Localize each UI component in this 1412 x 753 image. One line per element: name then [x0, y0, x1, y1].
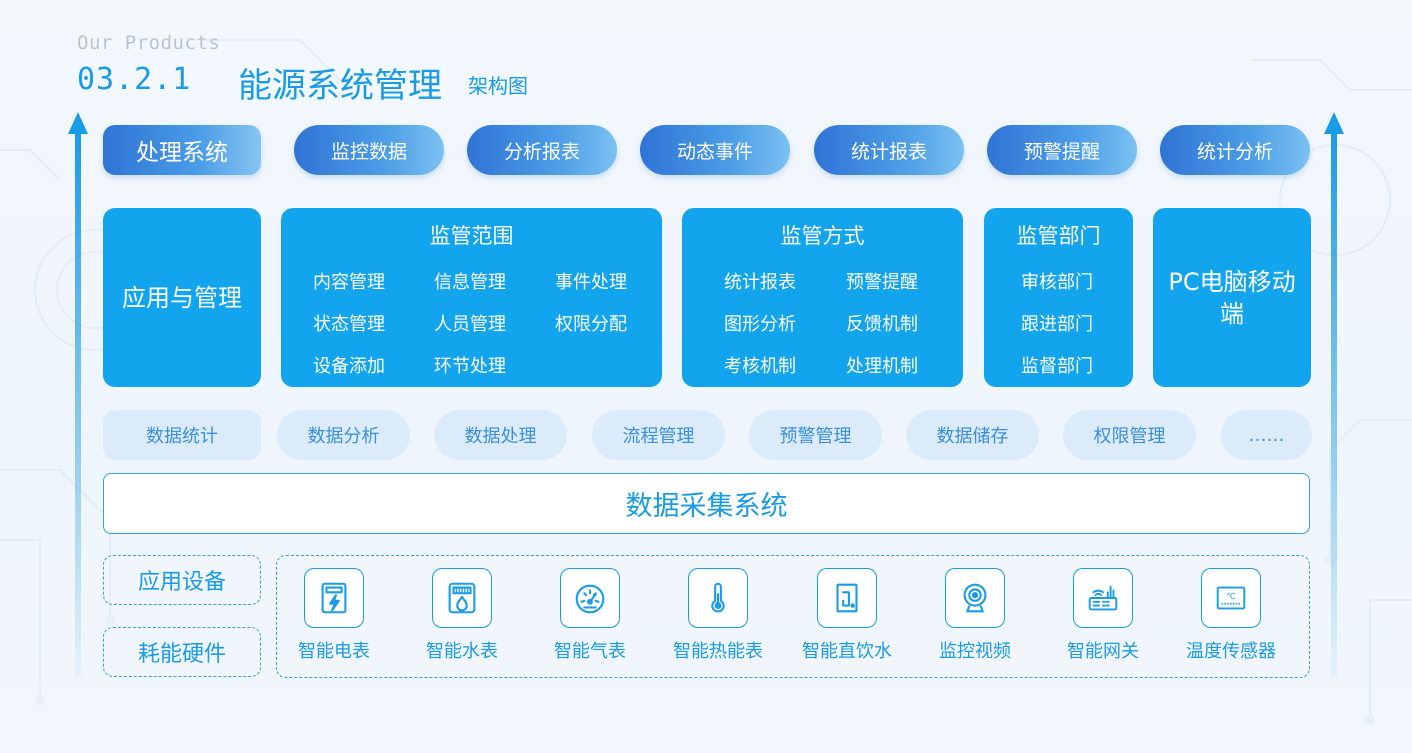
pill-analysis-report: 分析报表 — [467, 125, 617, 175]
device-label: 智能网关 — [1067, 641, 1139, 662]
device-heat-meter: 智能热能表 — [663, 568, 773, 663]
department-item: 跟进部门 — [1021, 314, 1093, 335]
water-meter-icon — [432, 568, 492, 628]
function-pill: 预警管理 — [749, 410, 882, 460]
method-item: 图形分析 — [724, 314, 796, 335]
device-label: 智能水表 — [426, 641, 498, 662]
method-item: 预警提醒 — [846, 272, 918, 293]
water-dispenser-icon — [817, 568, 877, 628]
device-temperature-sensor: ℃ 温度传感器 — [1176, 568, 1286, 663]
temperature-sensor-icon: ℃ — [1201, 568, 1261, 628]
camera-icon — [945, 568, 1005, 628]
method-item: 统计报表 — [724, 272, 796, 293]
header-subtitle: Our Products — [77, 32, 221, 54]
scope-item: 人员管理 — [434, 314, 506, 335]
device-container — [276, 555, 1310, 678]
pill-monitor-data: 监控数据 — [294, 125, 444, 175]
card-title-department: 监管部门 — [1016, 224, 1101, 248]
scope-item: 环节处理 — [434, 356, 506, 377]
scope-item: 设备添加 — [313, 356, 385, 377]
page-title-tag: 架构图 — [468, 74, 528, 98]
pill-dynamic-event: 动态事件 — [640, 125, 790, 175]
scope-item: 内容管理 — [313, 272, 385, 293]
function-pill-more: …… — [1221, 410, 1312, 460]
device-label: 智能热能表 — [673, 641, 763, 662]
gas-meter-icon — [560, 568, 620, 628]
row-label-processing-system: 处理系统 — [103, 125, 261, 175]
pill-warning-reminder: 预警提醒 — [987, 125, 1137, 175]
card-supervision-scope: 监管范围 内容管理 信息管理 事件处理 状态管理 人员管理 权限分配 设备添加 … — [281, 208, 662, 387]
electric-meter-icon — [304, 568, 364, 628]
scope-item: 权限分配 — [555, 314, 627, 335]
device-electric-meter: 智能电表 — [279, 568, 389, 663]
device-label: 智能直饮水 — [802, 641, 892, 662]
svg-text:℃: ℃ — [1226, 592, 1236, 602]
scope-item: 状态管理 — [313, 314, 385, 335]
function-pill: 权限管理 — [1063, 410, 1196, 460]
pill-statistics-analysis: 统计分析 — [1160, 125, 1310, 175]
device-label: 监控视频 — [939, 641, 1011, 662]
card-supervision-department: 监管部门 审核部门 跟进部门 监督部门 — [984, 208, 1133, 387]
row-label-energy-hardware: 耗能硬件 — [103, 627, 261, 677]
card-title-method: 监管方式 — [780, 224, 865, 248]
department-item: 审核部门 — [1021, 272, 1093, 293]
device-label: 温度传感器 — [1186, 641, 1276, 662]
scope-item: 信息管理 — [434, 272, 506, 293]
device-water-meter: 智能水表 — [407, 568, 517, 663]
method-item: 反馈机制 — [846, 314, 918, 335]
row-label-text: 应用与管理 — [122, 283, 242, 312]
method-item: 处理机制 — [846, 356, 918, 377]
function-pill: 数据处理 — [434, 410, 567, 460]
row-label-application-management: 应用与管理 — [103, 208, 261, 387]
device-surveillance-camera: 监控视频 — [920, 568, 1030, 663]
section-number: 03.2.1 — [77, 62, 192, 97]
thermometer-icon — [688, 568, 748, 628]
department-item: 监督部门 — [1021, 356, 1093, 377]
device-label: 智能电表 — [298, 641, 370, 662]
function-pill: 流程管理 — [592, 410, 725, 460]
device-smart-gateway: 智能网关 — [1048, 568, 1158, 663]
device-label: 智能气表 — [554, 641, 626, 662]
right-up-arrow-icon — [1324, 112, 1344, 678]
scope-item: 事件处理 — [555, 272, 627, 293]
function-pill: 数据分析 — [277, 410, 410, 460]
device-gas-meter: 智能气表 — [535, 568, 645, 663]
method-item: 考核机制 — [724, 356, 796, 377]
pill-statistics-report: 统计报表 — [814, 125, 964, 175]
left-up-arrow-icon — [68, 112, 88, 678]
row-label-app-devices: 应用设备 — [103, 555, 261, 605]
device-water-dispenser: 智能直饮水 — [792, 568, 902, 663]
function-pill: 数据储存 — [906, 410, 1039, 460]
router-icon — [1073, 568, 1133, 628]
card-terminal: PC电脑移动端 — [1153, 208, 1311, 387]
row-label-data-statistics: 数据统计 — [103, 410, 261, 460]
terminal-label: PC电脑移动端 — [1168, 267, 1296, 328]
data-collection-system: 数据采集系统 — [103, 473, 1310, 534]
page-title: 能源系统管理 — [238, 66, 442, 106]
card-supervision-method: 监管方式 统计报表 预警提醒 图形分析 反馈机制 考核机制 处理机制 — [682, 208, 963, 387]
card-title-scope: 监管范围 — [429, 224, 514, 248]
